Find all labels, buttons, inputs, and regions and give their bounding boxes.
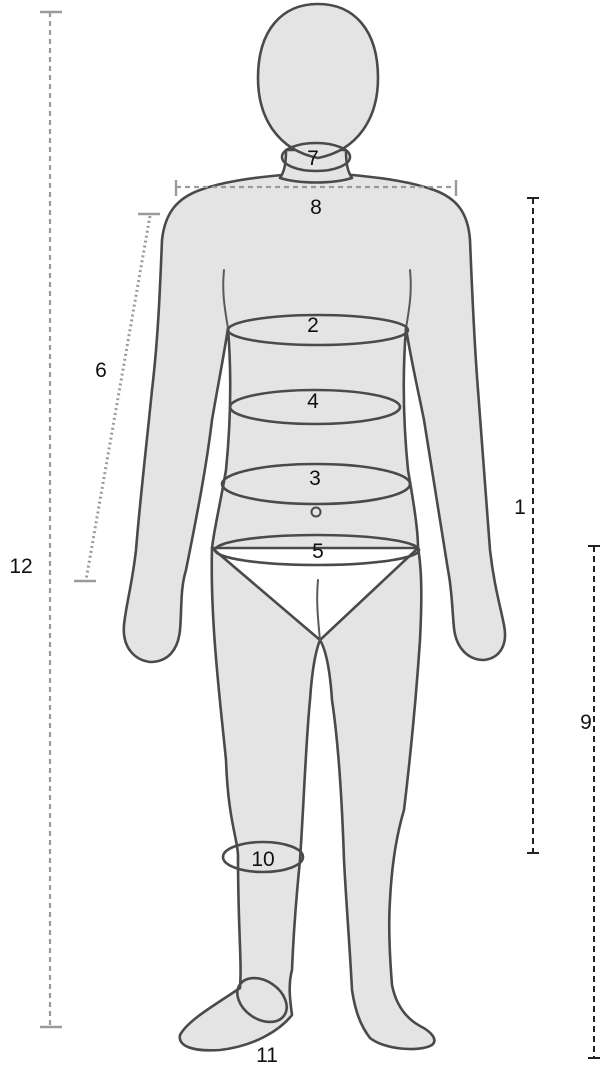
label-4: 4 bbox=[307, 390, 319, 413]
label-2: 2 bbox=[307, 314, 319, 337]
inseam-line bbox=[588, 546, 600, 1058]
label-6: 6 bbox=[95, 359, 107, 382]
crotch-line bbox=[317, 580, 320, 640]
label-11: 11 bbox=[256, 1044, 278, 1067]
torso-and-arms bbox=[124, 175, 505, 662]
label-3: 3 bbox=[309, 467, 321, 490]
shoulder-to-knee-line bbox=[527, 198, 539, 853]
left-leg bbox=[180, 548, 320, 1050]
label-10: 10 bbox=[251, 848, 274, 871]
label-8: 8 bbox=[310, 196, 322, 219]
label-1: 1 bbox=[514, 496, 526, 519]
height-line bbox=[40, 12, 62, 1027]
head bbox=[258, 4, 378, 158]
right-leg bbox=[320, 548, 434, 1049]
label-5: 5 bbox=[312, 540, 324, 563]
label-12: 12 bbox=[9, 555, 32, 578]
label-9: 9 bbox=[580, 711, 592, 734]
label-7: 7 bbox=[307, 147, 319, 170]
